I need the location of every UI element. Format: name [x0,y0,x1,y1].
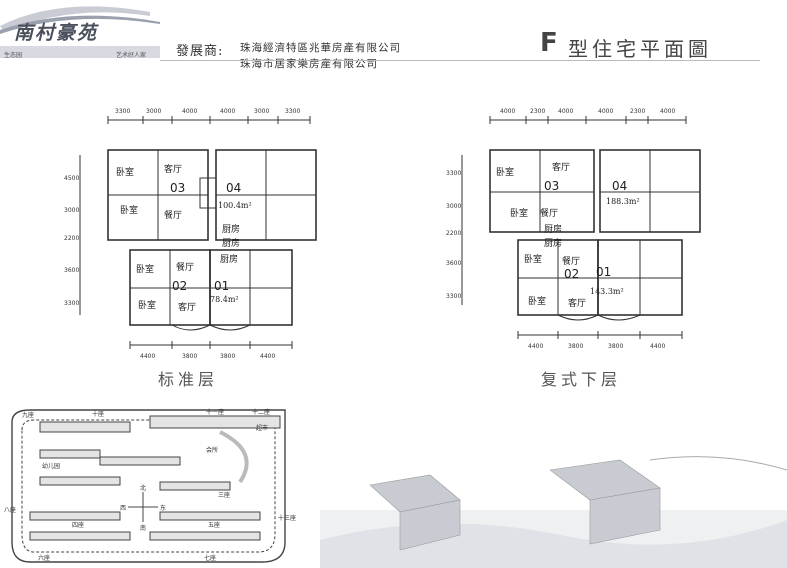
site-label-13: 十三座 [278,514,296,522]
dup-side-dim-3: 2200 [446,230,461,237]
site-label-12: 十二座 [252,408,270,416]
std-02-bedroom-2: 卧室 [138,299,156,311]
dup-unit-03: 03 [544,179,559,193]
std-bottom-dim-1: 4400 [140,353,155,360]
dup-03-dining: 餐厅 [540,207,558,219]
dup-top-dim-3: 4000 [558,108,573,115]
duplex-floor-plan: 4000 2300 4000 4000 2300 4000 4400 3800 … [446,108,701,350]
site-label-4: 四座 [72,521,84,529]
dup-top-dim-1: 4000 [500,108,515,115]
dup-unit-01: 01 [596,265,611,279]
std-side-dim-1: 4500 [64,175,79,182]
dup-side-dim-1: 3300 [446,170,461,177]
dup-unit-02: 02 [564,267,579,281]
std-side-dim-2: 3000 [64,207,79,214]
dup-bottom-dim-3: 3800 [608,343,623,350]
std-03-bedroom-1: 卧室 [116,166,134,178]
standard-floor-plan: 3300 3000 4000 4000 3000 3300 4400 3800 … [64,108,317,360]
duplex-floor-caption: 复式下层 [541,370,622,389]
site-label-7: 七座 [204,554,216,562]
dup-04-area: 188.3m² [606,197,640,206]
std-side-dim-5: 3300 [64,300,79,307]
developer-line-2: 珠海市居家樂房產有限公司 [240,58,378,70]
brand-tagline-right: 艺术好人家 [116,52,147,59]
std-02-living: 客厅 [178,301,196,313]
compass-east: 东 [160,504,166,512]
std-top-dim-1: 3300 [115,108,130,115]
dup-top-dim-6: 4000 [660,108,675,115]
dup-02-bedroom-2: 卧室 [528,295,546,307]
site-label-market: 超市 [256,424,268,432]
std-03-dining: 餐厅 [164,209,182,221]
site-label-kindergarten: 幼儿园 [42,462,60,470]
std-side-dim-3: 2200 [64,235,79,242]
site-plan: 九座 十座 十一座 十二座 超市 幼儿园 会所 八座 四座 三座 五座 六座 七… [4,408,296,563]
std-01-area: 78.4m² [210,295,239,304]
dup-03-bedroom-2: 卧室 [510,207,528,219]
std-bottom-dim-3: 3800 [220,353,235,360]
dup-side-dim-4: 3600 [446,260,461,267]
std-top-dim-6: 3300 [285,108,300,115]
site-label-6: 六座 [38,554,50,562]
dup-02-bedroom-1: 卧室 [524,253,542,265]
dup-unit-04: 04 [612,179,627,193]
dup-04-kitchen-1: 厨房 [544,223,562,235]
std-unit-03: 03 [170,181,185,195]
site-label-5: 五座 [208,521,220,529]
std-top-dim-4: 4000 [220,108,235,115]
dup-bottom-dim-1: 4400 [528,343,543,350]
dup-02-dining: 餐厅 [562,255,580,267]
dup-top-dim-2: 2300 [530,108,545,115]
std-04-area: 100.4m² [218,201,252,210]
std-top-dim-3: 4000 [182,108,197,115]
compass-north: 北 [140,484,146,492]
std-01-kitchen: 厨房 [220,253,238,265]
dup-bottom-dim-2: 3800 [568,343,583,350]
std-side-dim-4: 3600 [64,267,79,274]
dup-top-dim-5: 2300 [630,108,645,115]
dup-01-area: 143.3m² [590,287,624,296]
dup-side-dim-5: 3300 [446,293,461,300]
brand-swoosh-graphic [0,6,160,58]
std-bottom-dim-2: 3800 [182,353,197,360]
std-02-bedroom-1: 卧室 [136,263,154,275]
dup-side-dim-2: 3000 [446,203,461,210]
developer-line-1: 珠海經濟特區兆華房產有限公司 [240,42,401,54]
site-label-9: 九座 [22,411,34,419]
std-unit-04: 04 [226,181,241,195]
brand-logo [0,0,160,62]
site-label-clubhouse: 会所 [206,446,218,454]
std-03-living: 客厅 [164,163,182,175]
dup-03-bedroom-1: 卧室 [496,166,514,178]
header-divider [160,60,760,61]
dup-top-dim-4: 4000 [598,108,613,115]
std-bottom-dim-4: 4400 [260,353,275,360]
dup-03-living: 客厅 [552,161,570,173]
std-top-dim-2: 3000 [146,108,161,115]
std-unit-01: 01 [214,279,229,293]
compass-west: 西 [120,505,126,512]
3d-rendering-illustration [320,456,787,568]
brand-name: 南村豪苑 [14,22,99,44]
std-04-kitchen-2: 厨房 [222,237,240,249]
standard-floor-caption: 标准层 [158,370,219,389]
title-text: 型住宅平面圖 [568,37,712,61]
dup-04-kitchen-2: 厨房 [544,237,562,249]
std-top-dim-5: 3000 [254,108,269,115]
dup-02-living: 客厅 [568,297,586,309]
site-label-10: 十座 [92,410,104,418]
std-unit-02: 02 [172,279,187,293]
site-label-3: 三座 [218,491,230,499]
std-03-bedroom-2: 卧室 [120,204,138,216]
std-02-dining: 餐厅 [176,261,194,273]
site-label-11: 十一座 [206,408,224,416]
compass-south: 南 [140,524,146,532]
title-type-letter: F [540,28,558,58]
site-label-8: 八座 [4,506,16,514]
brand-tagline-left: 生态园 [4,52,23,59]
std-04-kitchen-1: 厨房 [222,223,240,235]
dup-bottom-dim-4: 4400 [650,343,665,350]
developer-label: 發展商: [176,44,224,59]
